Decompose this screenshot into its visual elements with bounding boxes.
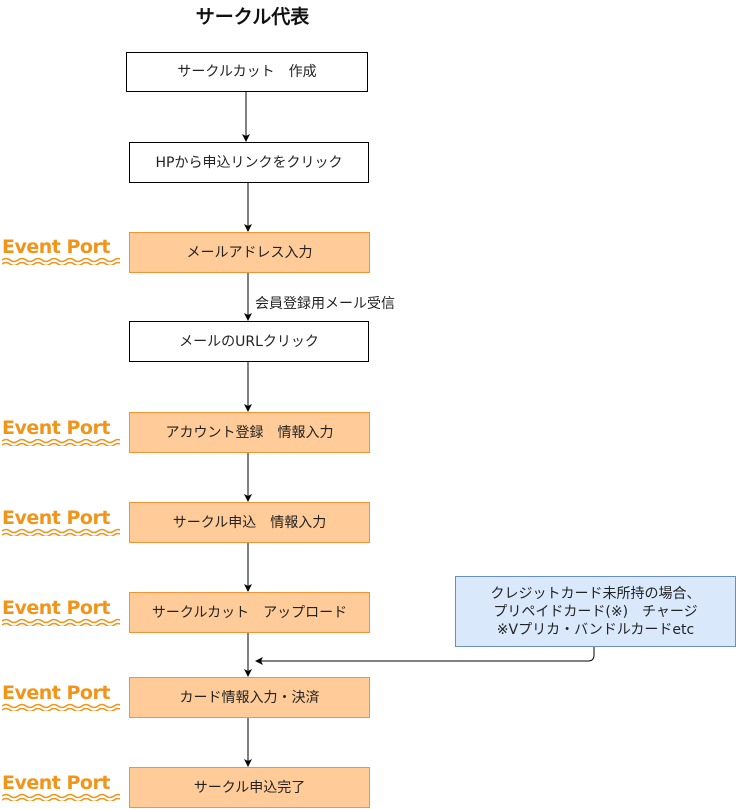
- wave-icon: [2, 703, 120, 711]
- prepaid-card-note: クレジットカード未所持の場合、 プリペイドカード(※) チャージ ※Vプリカ・バ…: [455, 576, 736, 647]
- event-port-logo: Event Port: [2, 773, 120, 801]
- step-application-complete: サークル申込完了: [129, 767, 370, 808]
- event-port-logo: Event Port: [2, 683, 120, 711]
- step-upload-circle-cut: サークルカット アップロード: [129, 592, 370, 633]
- wave-icon: [2, 528, 120, 536]
- logo-text: Event Port: [2, 597, 110, 619]
- step-label: メールのURLクリック: [179, 333, 319, 350]
- event-port-logo: Event Port: [2, 598, 120, 626]
- logo-text: Event Port: [2, 236, 110, 258]
- step-label: HPから申込リンクをクリック: [155, 154, 343, 171]
- step-label: サークルカット アップロード: [151, 604, 348, 621]
- wave-icon: [2, 438, 120, 446]
- event-port-logo: Event Port: [2, 508, 120, 536]
- step-label: サークル申込 情報入力: [172, 514, 327, 531]
- note-line-3: ※Vプリカ・バンドルカードetc: [496, 621, 695, 638]
- wave-icon: [2, 257, 120, 265]
- step-label: サークル申込完了: [193, 779, 306, 796]
- logo-text: Event Port: [2, 507, 110, 529]
- step-click-apply-link: HPから申込リンクをクリック: [129, 142, 369, 183]
- step-label: アカウント登録 情報入力: [165, 424, 334, 441]
- step-label: メールアドレス入力: [186, 244, 313, 261]
- step-label: カード情報入力・決済: [179, 689, 320, 706]
- event-port-logo: Event Port: [2, 237, 120, 265]
- step-card-payment: カード情報入力・決済: [129, 677, 370, 718]
- logo-text: Event Port: [2, 417, 110, 439]
- logo-text: Event Port: [2, 682, 110, 704]
- step-enter-email: メールアドレス入力: [129, 232, 370, 273]
- step-circle-application: サークル申込 情報入力: [129, 502, 370, 543]
- step-account-registration: アカウント登録 情報入力: [129, 412, 370, 453]
- event-port-logo: Event Port: [2, 418, 120, 446]
- note-line-2: プリペイドカード(※) チャージ: [493, 603, 698, 620]
- wave-icon: [2, 793, 120, 801]
- diagram-title: サークル代表: [195, 6, 310, 28]
- note-line-1: クレジットカード未所持の場合、: [490, 585, 701, 602]
- step-label: サークルカット 作成: [177, 64, 317, 80]
- step-click-mail-url: メールのURLクリック: [129, 321, 369, 362]
- wave-icon: [2, 618, 120, 626]
- logo-text: Event Port: [2, 772, 110, 794]
- edge-label-receive-mail: 会員登録用メール受信: [255, 293, 395, 313]
- step-create-circle-cut: サークルカット 作成: [126, 52, 368, 92]
